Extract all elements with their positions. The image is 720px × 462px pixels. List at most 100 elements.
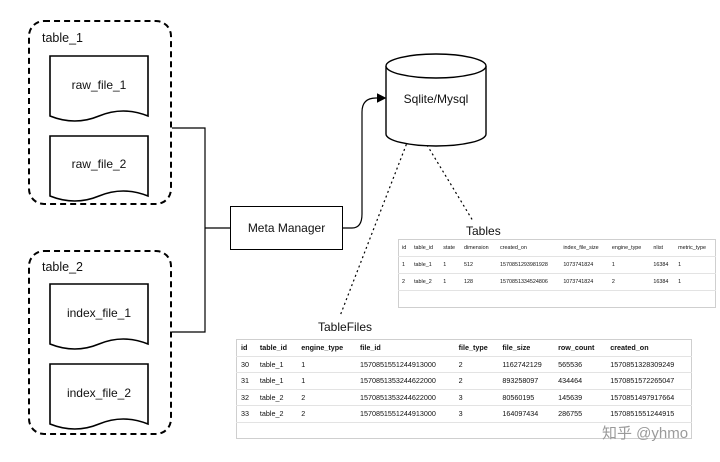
- table-row: 2 table_2 1 128 1570851334524806 1073741…: [398, 273, 716, 291]
- table-cell: 1570851328309249: [606, 355, 692, 373]
- meta-manager-box: Meta Manager: [230, 206, 343, 250]
- database-label: Sqlite/Mysql: [403, 92, 469, 106]
- table-1-group: [28, 20, 172, 205]
- index-file-2-label: index_file_2: [66, 386, 132, 400]
- table-row: 32 table_2 2 1570851353244622000 3 80560…: [236, 388, 692, 406]
- tablefiles-header-cell: file_size: [502, 343, 531, 353]
- table-cell: 1570851551244913000: [355, 405, 455, 422]
- tablefiles-table: id table_id engine_type file_id file_typ…: [236, 339, 692, 439]
- tables-header-cell: nlist: [653, 245, 664, 251]
- table-row: 1 table_1 1 512 1570851293981928 1073741…: [398, 256, 716, 274]
- raw-file-1-label: raw_file_1: [71, 78, 127, 92]
- table-cell: table_2: [411, 273, 441, 291]
- tablefiles-header-cell: created_on: [610, 343, 649, 353]
- table-cell: 3: [454, 388, 499, 406]
- tables-header-cell: id: [402, 245, 407, 251]
- table-cell: 80560195: [498, 388, 555, 406]
- tablefiles-header-cell: id: [241, 343, 248, 353]
- table-cell: 2: [297, 388, 356, 406]
- table-cell: 31: [236, 372, 256, 389]
- table-cell: 1570851334524806: [496, 273, 561, 291]
- table-row: 30 table_1 1 1570851551244913000 2 11627…: [236, 355, 692, 373]
- doc-shape-3: [49, 283, 149, 350]
- table-cell: table_1: [255, 372, 298, 389]
- index-file-2-doc: index_file_2: [50, 386, 148, 406]
- table-cell: 1: [675, 256, 716, 274]
- tables-header-cell: table_id: [414, 245, 433, 251]
- table-cell: 32: [236, 388, 256, 406]
- table-cell: 1: [440, 273, 462, 291]
- raw-file-2-label: raw_file_2: [71, 157, 127, 171]
- document-shapes: [49, 55, 149, 430]
- tables-header-cell: engine_type: [611, 245, 642, 251]
- table-cell: 1570851497917664: [606, 388, 692, 406]
- table-cell: 565536: [554, 355, 607, 373]
- table-cell: 1073741824: [560, 273, 609, 291]
- table-cell: 1: [297, 372, 356, 389]
- table-cell: 893258097: [498, 372, 555, 389]
- meta-manager-label: Meta Manager: [247, 221, 326, 235]
- db-to-tables-dotted-line: [426, 144, 474, 222]
- tablefiles-header-cell: row_count: [558, 343, 595, 353]
- table-cell: 2: [297, 405, 356, 422]
- table-cell: 3: [454, 405, 499, 422]
- table-cell: 30: [236, 355, 256, 373]
- meta-to-db-arrow: [343, 93, 387, 229]
- table-cell: 1570851353244622000: [355, 388, 455, 406]
- tables-header-cell: created_on: [499, 245, 527, 251]
- tables-header-cell: metric_type: [678, 245, 706, 251]
- table-cell: 1570851572265047: [606, 372, 692, 389]
- tablefiles-header-row: id table_id engine_type file_id file_typ…: [237, 340, 692, 357]
- tablefiles-header-cell: table_id: [259, 343, 288, 353]
- table-cell: 1570851551244913000: [355, 355, 455, 373]
- table-cell: 2: [608, 273, 651, 291]
- table-empty-row: [398, 290, 716, 308]
- index-file-1-label: index_file_1: [66, 306, 132, 320]
- table-cell: 1: [297, 355, 356, 373]
- table-cell: 164097434: [498, 405, 555, 422]
- table-row: 31 table_1 1 1570851353244622000 2 89325…: [236, 372, 692, 389]
- table-row: 33 table_2 2 1570851551244913000 3 16409…: [236, 405, 692, 422]
- doc-shape-2: [49, 135, 149, 202]
- doc-shape-1: [49, 55, 149, 122]
- table-cell: 16384: [650, 256, 676, 274]
- tablefiles-header-cell: file_id: [359, 343, 381, 353]
- table-cell: 1570851551244915: [606, 405, 692, 422]
- table-2-group: [28, 250, 172, 435]
- table-cell: table_2: [255, 405, 298, 422]
- tables-header-cell: dimension: [464, 245, 489, 251]
- table-cell: 1162742129: [498, 355, 555, 373]
- tables-table: id table_id state dimension created_on i…: [398, 239, 716, 308]
- table-cell: 286755: [554, 405, 607, 422]
- table-cell: 1: [398, 256, 412, 274]
- database-cylinder: [385, 53, 487, 147]
- table-cell: 16384: [650, 273, 676, 291]
- table-cell: 33: [236, 405, 256, 422]
- table-cell: table_2: [255, 388, 298, 406]
- table-cell: 2: [454, 372, 499, 389]
- table-1-group-title: table_1: [42, 31, 84, 45]
- table-empty-row: [236, 421, 692, 439]
- index-file-1-doc: index_file_1: [50, 306, 148, 326]
- table-cell: table_1: [411, 256, 441, 274]
- table-cell: 128: [461, 273, 497, 291]
- db-to-tablefiles-dotted-line: [339, 134, 411, 317]
- table-cell: 2: [398, 273, 412, 291]
- table-cell: table_1: [255, 355, 298, 373]
- table-cell: 1: [440, 256, 462, 274]
- table-cell: 1570851293981928: [496, 256, 561, 274]
- raw-file-1-doc: raw_file_1: [50, 78, 148, 98]
- tablefiles-header-cell: engine_type: [301, 343, 344, 353]
- table-cell: 1: [608, 256, 651, 274]
- tables-header-row: id table_id state dimension created_on i…: [399, 240, 716, 257]
- raw-file-2-doc: raw_file_2: [50, 157, 148, 177]
- table-cell: 434464: [554, 372, 607, 389]
- tablefiles-caption: TableFiles: [318, 320, 373, 334]
- table-2-group-title: table_2: [42, 260, 84, 274]
- table-cell: 2: [454, 355, 499, 373]
- group-connector-lines: [172, 127, 230, 333]
- watermark: 知乎 @yhmo: [602, 425, 689, 442]
- tablefiles-header-cell: file_type: [458, 343, 488, 353]
- doc-shape-4: [49, 363, 149, 430]
